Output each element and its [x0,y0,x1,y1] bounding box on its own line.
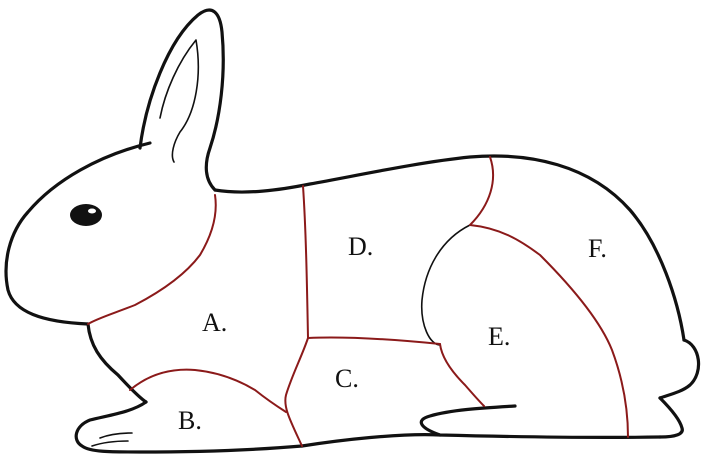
ear-outline [140,10,223,190]
cut-line-neck [88,195,216,324]
eye-shape [70,204,102,226]
hind-foot-outline [421,406,515,435]
head-outline [6,143,150,324]
region-label-e: E. [488,324,510,350]
region-label-c: C. [335,366,359,392]
region-label-f: F. [588,236,607,262]
cut-line-shoulder [285,186,308,446]
chest-outline [88,324,146,402]
eye-highlight [88,209,96,214]
region-label-a: A. [202,310,227,336]
region-label-b: B. [178,408,202,434]
toe-line-1 [100,433,132,438]
tail-outline [660,340,699,398]
cut-lines [88,157,628,446]
toe-line-2 [92,441,128,446]
eye [70,204,102,226]
cut-line-hip [470,157,628,437]
belly-outline [302,435,660,446]
cut-line-loin [308,337,440,344]
back-outline [215,156,684,340]
rump-outline [660,398,682,437]
cut-line-foreleg [130,370,286,412]
region-label-d: D. [348,234,373,260]
haunch-line [422,225,470,345]
cut-line-thigh [440,344,484,406]
